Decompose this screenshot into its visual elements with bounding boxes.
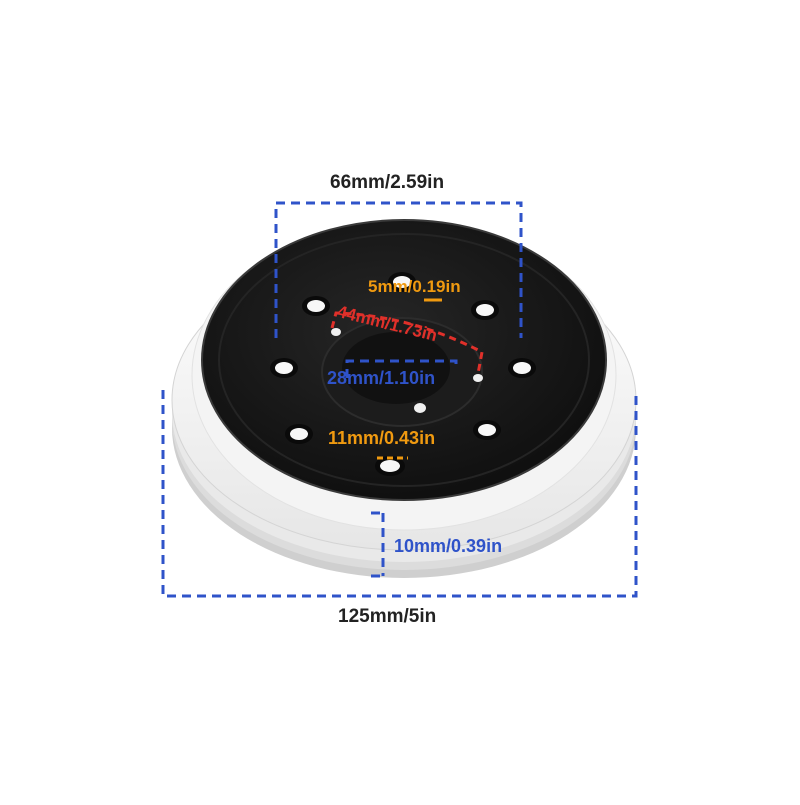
hole-top-left [302,296,330,316]
top-width-bracket [274,201,523,338]
hub-hole [473,374,483,382]
hole-circle-bracket [330,311,484,375]
hole-bottom [375,456,405,476]
top-width-label: 66mm/2.59in [330,172,445,193]
blue-dimension-lines [161,201,638,598]
large-hole-label: 11mm/0.43in [328,428,436,448]
hole-bottom-left [285,424,313,444]
hole-left [270,358,298,378]
hub-hole [331,328,341,336]
diameter-label: 125mm/5in [338,606,437,627]
pad-backing-plate [201,219,607,501]
hole-right [508,358,536,378]
small-hole-label: 5mm/0.19in [368,277,461,296]
diameter-bracket [161,390,638,598]
hole-top [388,272,416,292]
thickness-label: 10mm/0.39in [394,536,503,556]
center-hole-label: 28mm/1.10in [327,368,436,388]
hub-hole [414,403,426,413]
dust-holes [270,272,536,476]
red-dimension-lines [330,311,484,375]
center-hole-bracket [345,359,458,378]
orange-dimension-lines [377,298,442,460]
hole-bottom-right [473,420,501,440]
hole-top-right [471,300,499,320]
